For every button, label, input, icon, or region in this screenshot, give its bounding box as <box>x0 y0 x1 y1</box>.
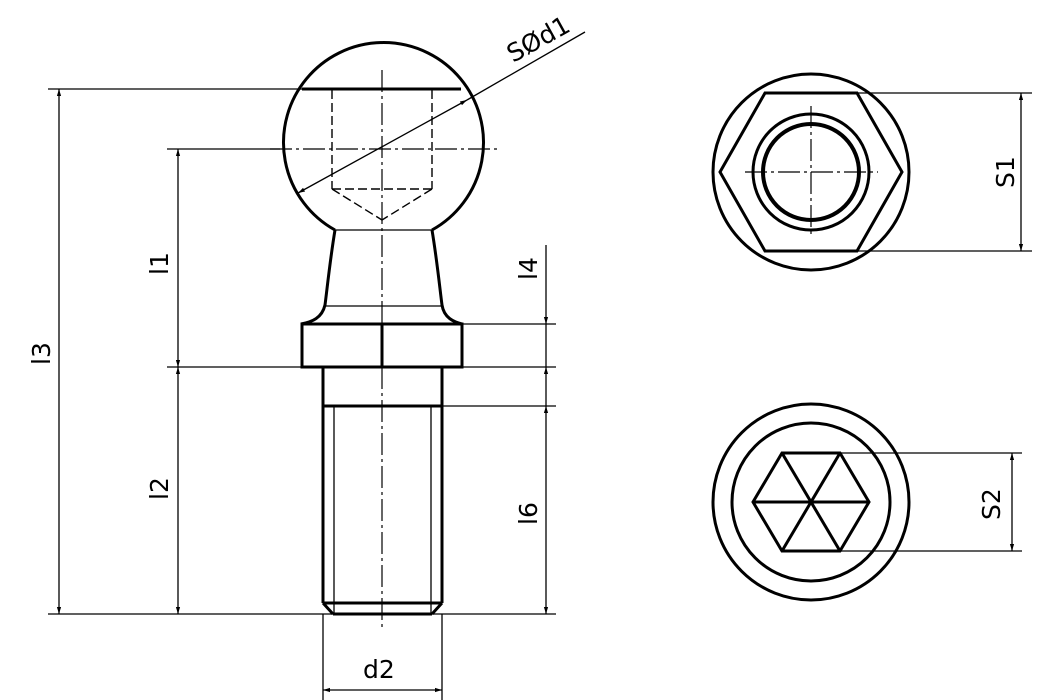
label-l2: l2 <box>145 477 174 500</box>
ball-outline <box>282 41 485 232</box>
dim-sphere <box>297 99 468 194</box>
side-view <box>270 41 498 630</box>
label-d2: d2 <box>363 655 395 684</box>
label-l1: l1 <box>145 252 174 275</box>
dimension-labels: SØd1 l3 l1 l2 l4 l6 d2 S1 S2 <box>27 10 1020 684</box>
top-view-hex <box>711 72 1032 272</box>
label-l3: l3 <box>27 342 56 365</box>
label-l4: l4 <box>514 257 543 280</box>
extension-lines <box>48 88 556 700</box>
neck-right <box>430 229 463 326</box>
dimension-lines <box>56 31 586 693</box>
neck-left <box>300 229 337 326</box>
label-l6: l6 <box>514 502 543 525</box>
label-s2: S2 <box>977 488 1006 520</box>
bottom-view-hex-socket <box>711 402 1022 602</box>
label-s1: S1 <box>991 156 1020 188</box>
